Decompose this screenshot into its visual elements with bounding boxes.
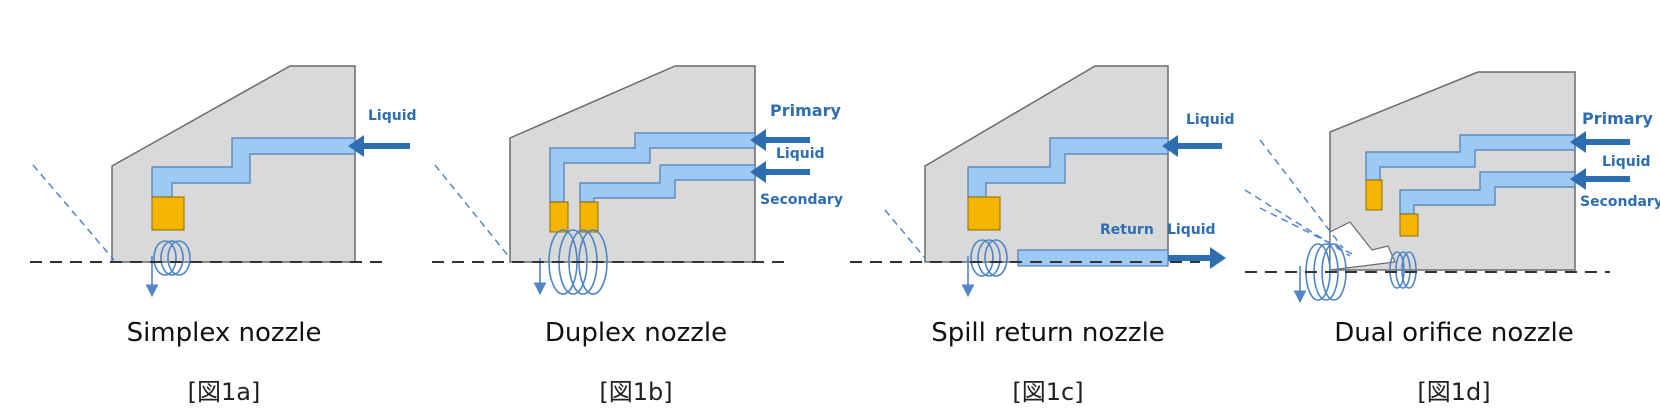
spray-cone-line <box>434 164 511 259</box>
label-secondary: Secondary <box>1580 194 1660 210</box>
caption-spill-return: Spill return nozzle <box>931 318 1165 348</box>
caption-dual-orifice: Dual orifice nozzle <box>1334 318 1574 348</box>
swirl-chamber <box>151 196 185 231</box>
figure-label-1a: [図1a] <box>187 378 261 406</box>
swirl-spray <box>1293 243 1417 304</box>
label-liquid: Liquid <box>1602 154 1651 170</box>
primary-arrow-head <box>750 129 766 151</box>
label-liquid: Liquid <box>776 146 825 162</box>
label-primary: Primary <box>770 101 841 120</box>
secondary-arrow-head <box>1570 168 1586 190</box>
caption-simplex: Simplex nozzle <box>126 318 322 348</box>
panel-duplex: Primary Liquid Secondary <box>432 65 843 296</box>
swirl-spray <box>145 240 191 298</box>
secondary-swirler <box>1399 213 1419 237</box>
swirl-chamber <box>967 196 1001 231</box>
spray-cone-lines <box>1244 139 1353 257</box>
label-secondary: Secondary <box>760 192 843 208</box>
panel-dual-orifice: Primary Liquid Secondary <box>1244 71 1660 304</box>
swirl-spray <box>961 239 1008 298</box>
figure-label-1c: [図1c] <box>1012 378 1084 406</box>
primary-arrow-head <box>1570 131 1586 153</box>
secondary-swirler <box>579 201 599 233</box>
spray-cone-line <box>32 164 115 261</box>
primary-swirler <box>1365 179 1383 211</box>
inlet-arrow-head <box>348 135 364 157</box>
spray-cone-line <box>884 209 926 259</box>
figure-label-1b: [図1b] <box>599 378 673 406</box>
label-return: Return <box>1100 222 1154 238</box>
label-return-liquid: Liquid <box>1167 222 1216 238</box>
swirl-spray <box>533 229 608 296</box>
caption-duplex: Duplex nozzle <box>544 318 728 348</box>
label-primary: Primary <box>1582 109 1653 128</box>
return-arrow-head <box>1210 247 1226 269</box>
primary-swirler <box>549 201 569 233</box>
label-inlet: Liquid <box>368 108 417 124</box>
inlet-arrow-head <box>1162 135 1178 157</box>
panel-spill-return: Liquid Return Liquid <box>850 65 1235 298</box>
secondary-arrow-head <box>750 161 766 183</box>
nozzle-body <box>509 65 756 263</box>
label-inlet: Liquid <box>1186 112 1235 128</box>
figure-label-1d: [図1d] <box>1417 378 1491 406</box>
return-channel <box>1017 249 1169 267</box>
panel-simplex: Liquid <box>30 65 417 298</box>
